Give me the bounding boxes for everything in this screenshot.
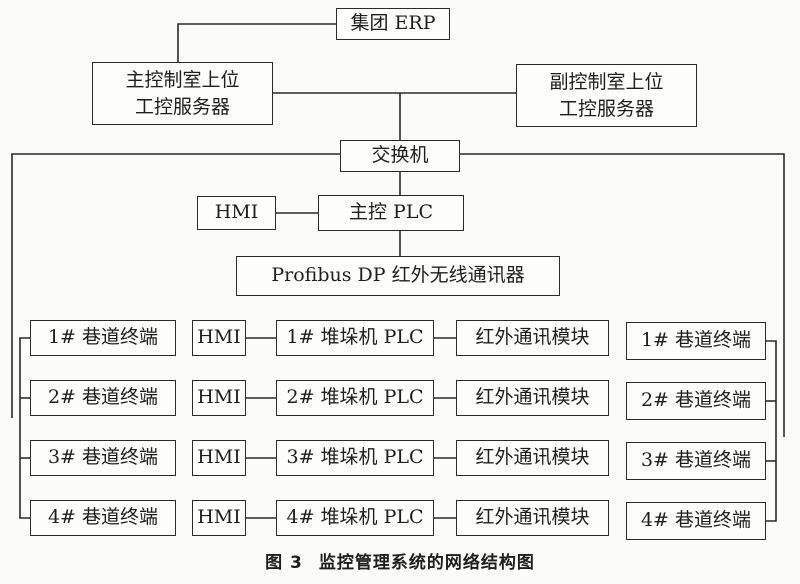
figure-title: 监控管理系统的网络结构图 xyxy=(318,553,535,573)
left-terminal-1: 1# 巷道终端 xyxy=(30,320,176,356)
sub-server-node: 副控制室上位 工控服务器 xyxy=(516,64,697,127)
right-bus xyxy=(460,153,785,437)
left-terminal-4: 4# 巷道终端 xyxy=(30,500,176,536)
right-terminal-2: 2# 巷道终端 xyxy=(626,382,766,420)
ir-module-2: 红外通讯模块 xyxy=(456,380,609,416)
switch-node: 交换机 xyxy=(340,140,460,172)
top-hmi-node: HMI xyxy=(197,196,276,230)
right-terminal-bus xyxy=(766,340,777,522)
sub-server-line-2: 工控服务器 xyxy=(558,97,654,120)
erp-node: 集团 ERP xyxy=(336,8,450,40)
figure-number: 图 3 xyxy=(265,553,303,573)
right-terminal-1: 1# 巷道终端 xyxy=(626,322,766,360)
row-hmi-2: HMI xyxy=(192,380,246,416)
main-server-line-1: 主控制室上位 xyxy=(125,68,240,91)
row-hmi-4: HMI xyxy=(192,500,246,536)
figure-caption: 图 3 监控管理系统的网络结构图 xyxy=(0,548,800,573)
stacker-plc-3: 3# 堆垛机 PLC xyxy=(276,440,434,476)
ir-module-3: 红外通讯模块 xyxy=(456,440,609,476)
left-terminal-3: 3# 巷道终端 xyxy=(30,440,176,476)
right-terminal-3: 3# 巷道终端 xyxy=(626,442,766,480)
left-bus xyxy=(11,153,340,418)
left-terminal-2: 2# 巷道终端 xyxy=(30,380,176,416)
row-hmi-1: HMI xyxy=(192,320,246,356)
stacker-plc-4: 4# 堆垛机 PLC xyxy=(276,500,434,536)
ir-module-1: 红外通讯模块 xyxy=(456,320,609,356)
line-erp-main-server xyxy=(177,23,336,62)
main-plc-node: 主控 PLC xyxy=(318,195,464,231)
stacker-plc-1: 1# 堆垛机 PLC xyxy=(276,320,434,356)
stacker-plc-2: 2# 堆垛机 PLC xyxy=(276,380,434,416)
main-server-line-2: 工控服务器 xyxy=(134,95,230,118)
main-server-node: 主控制室上位 工控服务器 xyxy=(92,62,273,125)
sub-server-line-1: 副控制室上位 xyxy=(549,70,664,93)
profibus-node: Profibus DP 红外无线通讯器 xyxy=(236,256,560,296)
left-terminal-bus xyxy=(19,337,30,519)
ir-module-4: 红外通讯模块 xyxy=(456,500,609,536)
row-hmi-3: HMI xyxy=(192,440,246,476)
right-terminal-4: 4# 巷道终端 xyxy=(626,502,766,540)
